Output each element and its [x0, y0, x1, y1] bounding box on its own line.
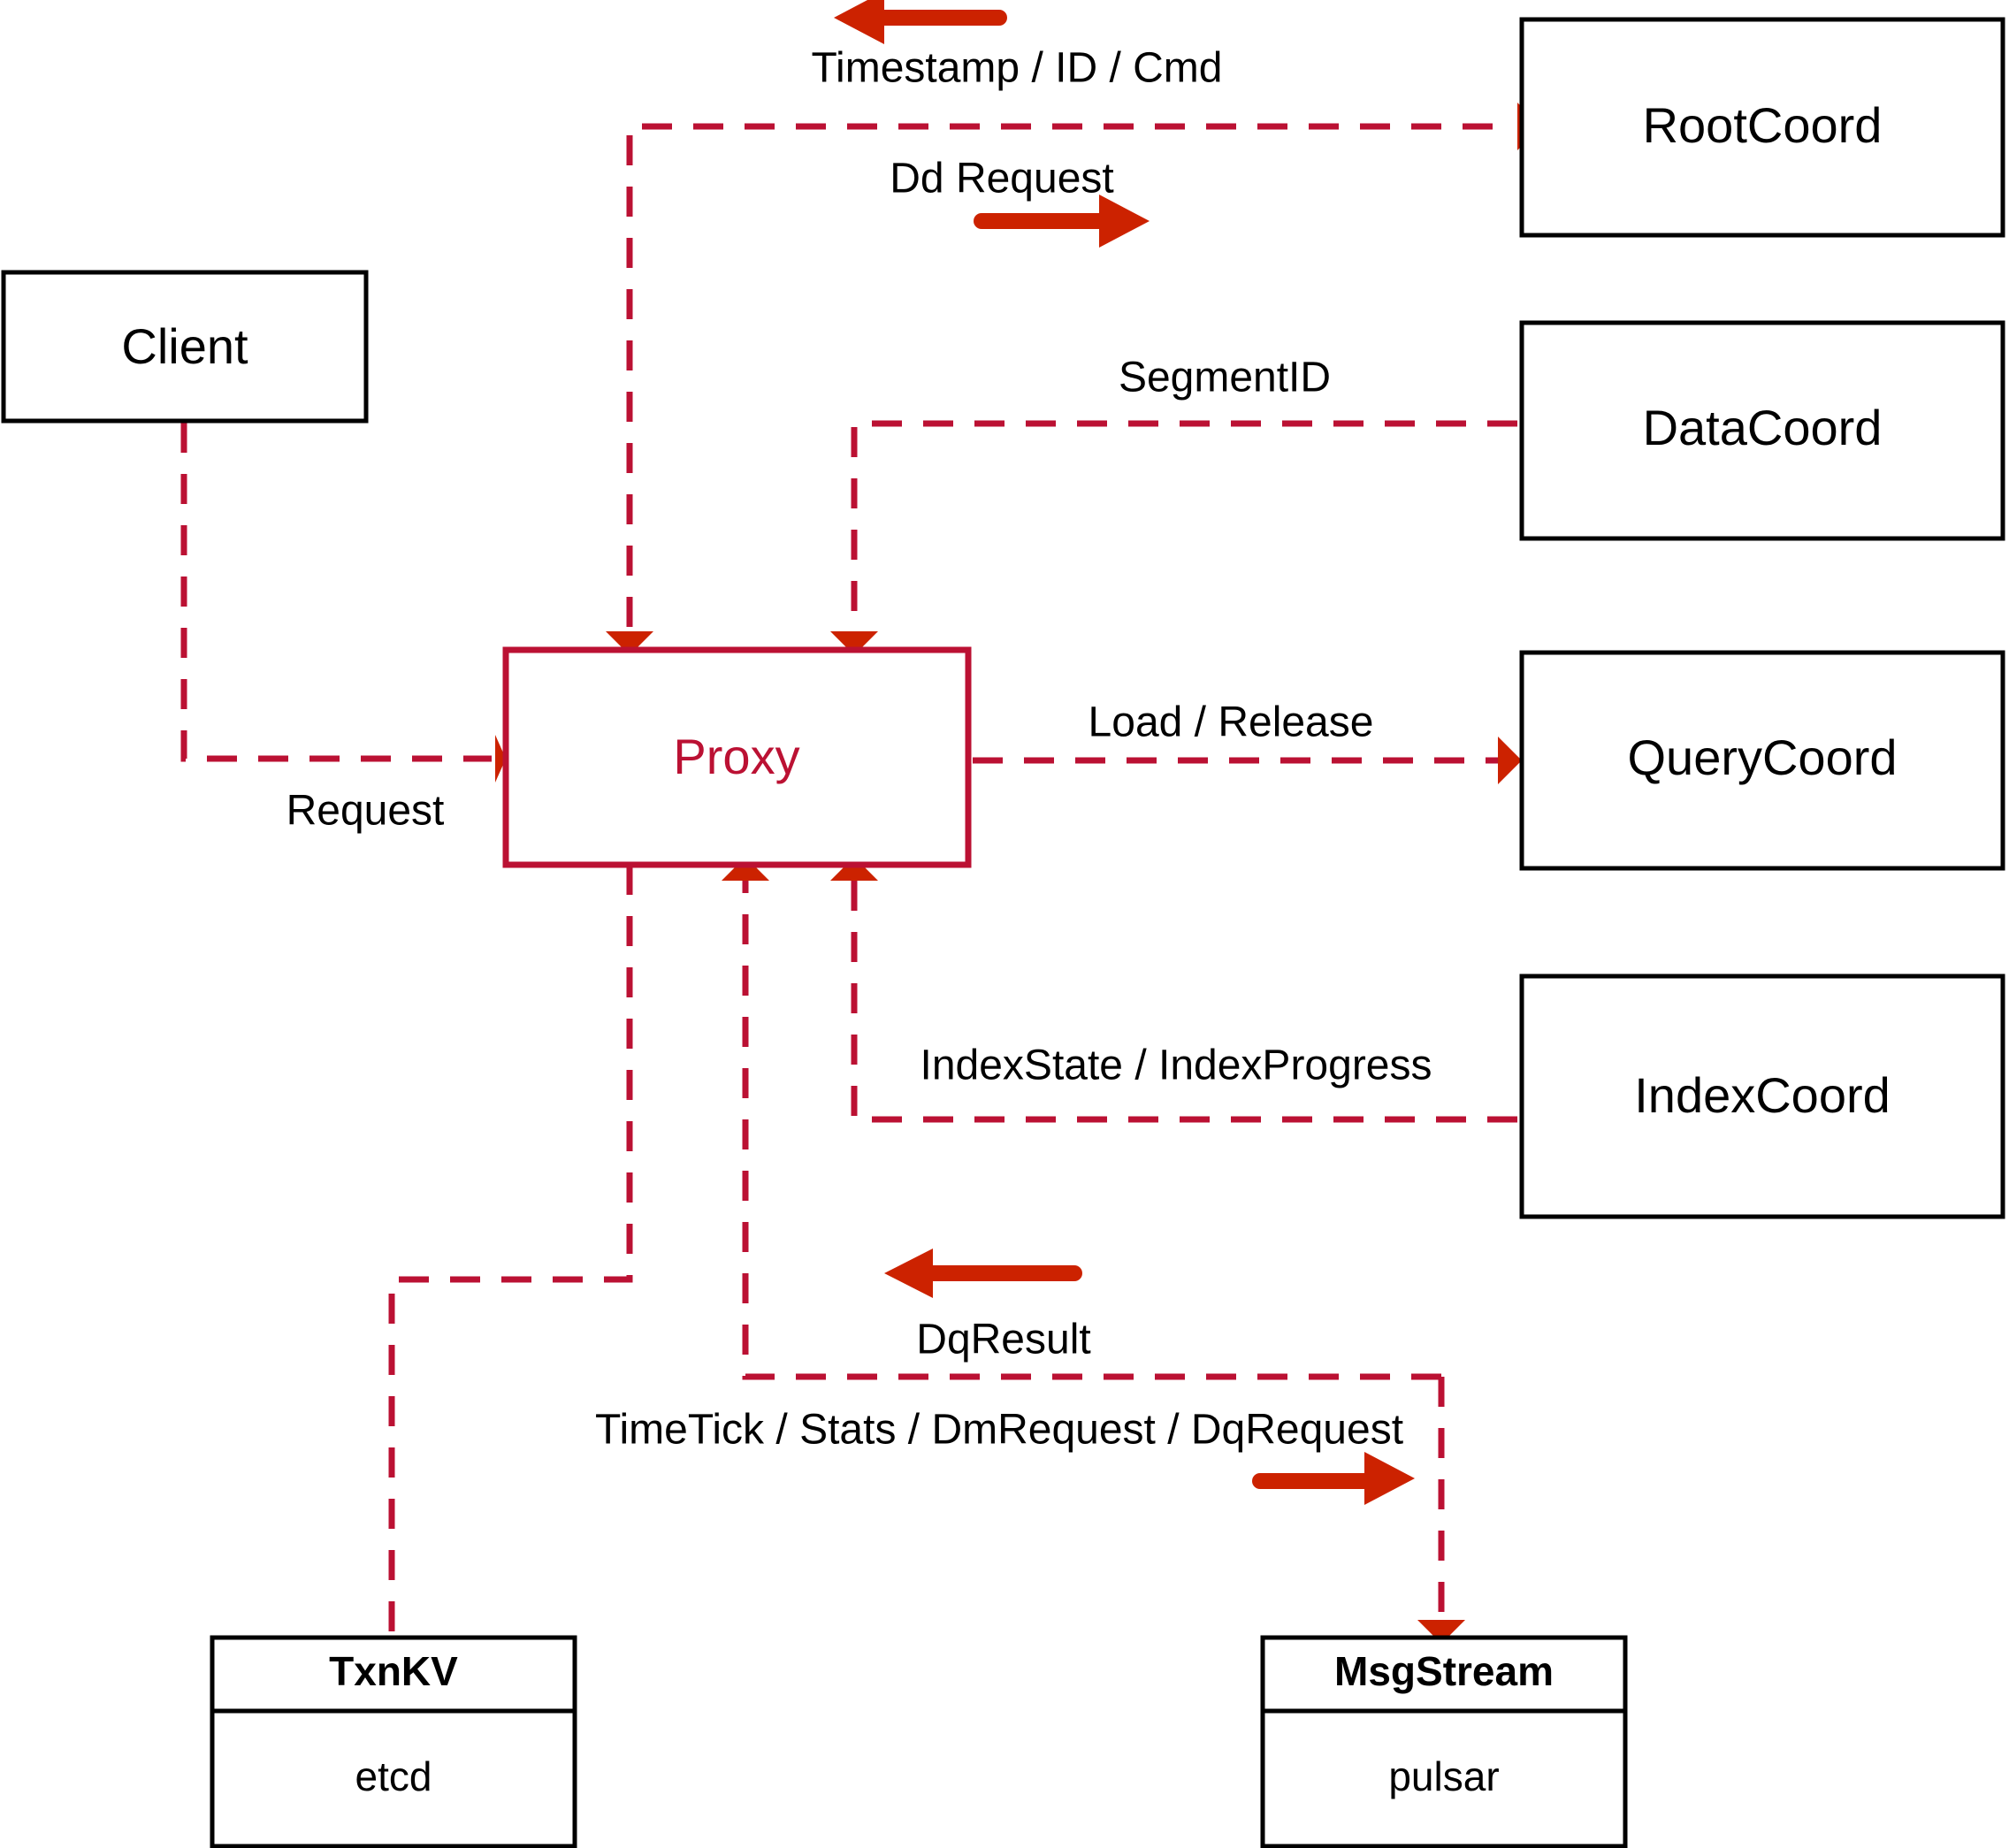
edge-label-load-release: Load / Release [1089, 699, 1374, 746]
node-datacoord[interactable]: DataCoord [1519, 320, 2005, 541]
node-msgstream[interactable]: MsgStream pulsar [1260, 1635, 1628, 1848]
direction-arrow-dqresult-left [884, 1249, 1082, 1298]
querycoord-label: QueryCoord [1627, 729, 1897, 785]
client-label: Client [121, 318, 248, 374]
msgstream-box[interactable] [1260, 1635, 1628, 1848]
txnkv-box[interactable] [210, 1635, 577, 1848]
arrowhead-rootcoord-to-proxy [606, 631, 653, 655]
node-txnkv[interactable]: TxnKV etcd [210, 1635, 577, 1848]
arrowhead-datacoord-to-proxy [830, 631, 878, 655]
arrowhead-proxy-to-querycoord [1498, 737, 1522, 784]
direction-arrow-timestamp-left [834, 0, 1007, 44]
node-rootcoord[interactable]: RootCoord [1519, 17, 2005, 238]
edge-label-timetick-bus: TimeTick / Stats / DmRequest / DqRequest [595, 1407, 1403, 1454]
rootcoord-label: RootCoord [1643, 97, 1883, 153]
rootcoord-box[interactable] [1519, 17, 2005, 238]
flow-rootcoord-to-proxy [626, 123, 1493, 635]
edge-label-dd-request: Dd Request [890, 156, 1113, 202]
edge-label-segmentid: SegmentID [1119, 355, 1331, 401]
edge-label-indexstate-indexprogress: IndexState / IndexProgress [920, 1042, 1432, 1089]
indexcoord-label: IndexCoord [1634, 1067, 1891, 1123]
querycoord-box[interactable] [1519, 650, 2005, 871]
edge-label-dqresult: DqResult [916, 1317, 1090, 1363]
msgstream-title: MsgStream [1334, 1648, 1554, 1694]
proxy-box[interactable] [502, 646, 972, 868]
indexcoord-box[interactable] [1519, 974, 2005, 1219]
datacoord-box[interactable] [1519, 320, 2005, 541]
arrowhead-indexcoord-to-proxy [830, 857, 878, 881]
client-box[interactable] [1, 270, 369, 424]
edge-label-request: Request [286, 788, 445, 835]
flow-client-to-proxy [180, 423, 492, 762]
flow-indexcoord-to-proxy [851, 877, 1517, 1123]
flow-msgstream-to-proxy [742, 877, 1441, 1380]
arrowhead-msgstream-to-proxy [722, 857, 769, 881]
node-proxy[interactable]: Proxy [502, 646, 972, 868]
direction-arrow-timetick-right [1252, 1452, 1415, 1505]
txnkv-impl-label: etcd [355, 1753, 432, 1799]
direction-arrow-dd-request-right [974, 195, 1150, 248]
proxy-label: Proxy [673, 729, 799, 784]
edge-label-timestamp-id-cmd: Timestamp / ID / Cmd [812, 45, 1223, 92]
txnkv-title: TxnKV [329, 1648, 458, 1694]
node-querycoord[interactable]: QueryCoord [1519, 650, 2005, 871]
arrowhead-proxy-to-msgstream [1417, 1620, 1465, 1644]
flow-datacoord-to-proxy [851, 420, 1517, 635]
node-indexcoord[interactable]: IndexCoord [1519, 974, 2005, 1219]
arrowhead-client-to-proxy [495, 735, 506, 783]
msgstream-impl-label: pulsar [1388, 1753, 1499, 1799]
flow-proxy-to-txnkv [388, 865, 633, 1638]
node-client[interactable]: Client [1, 270, 369, 424]
datacoord-label: DataCoord [1643, 400, 1883, 455]
